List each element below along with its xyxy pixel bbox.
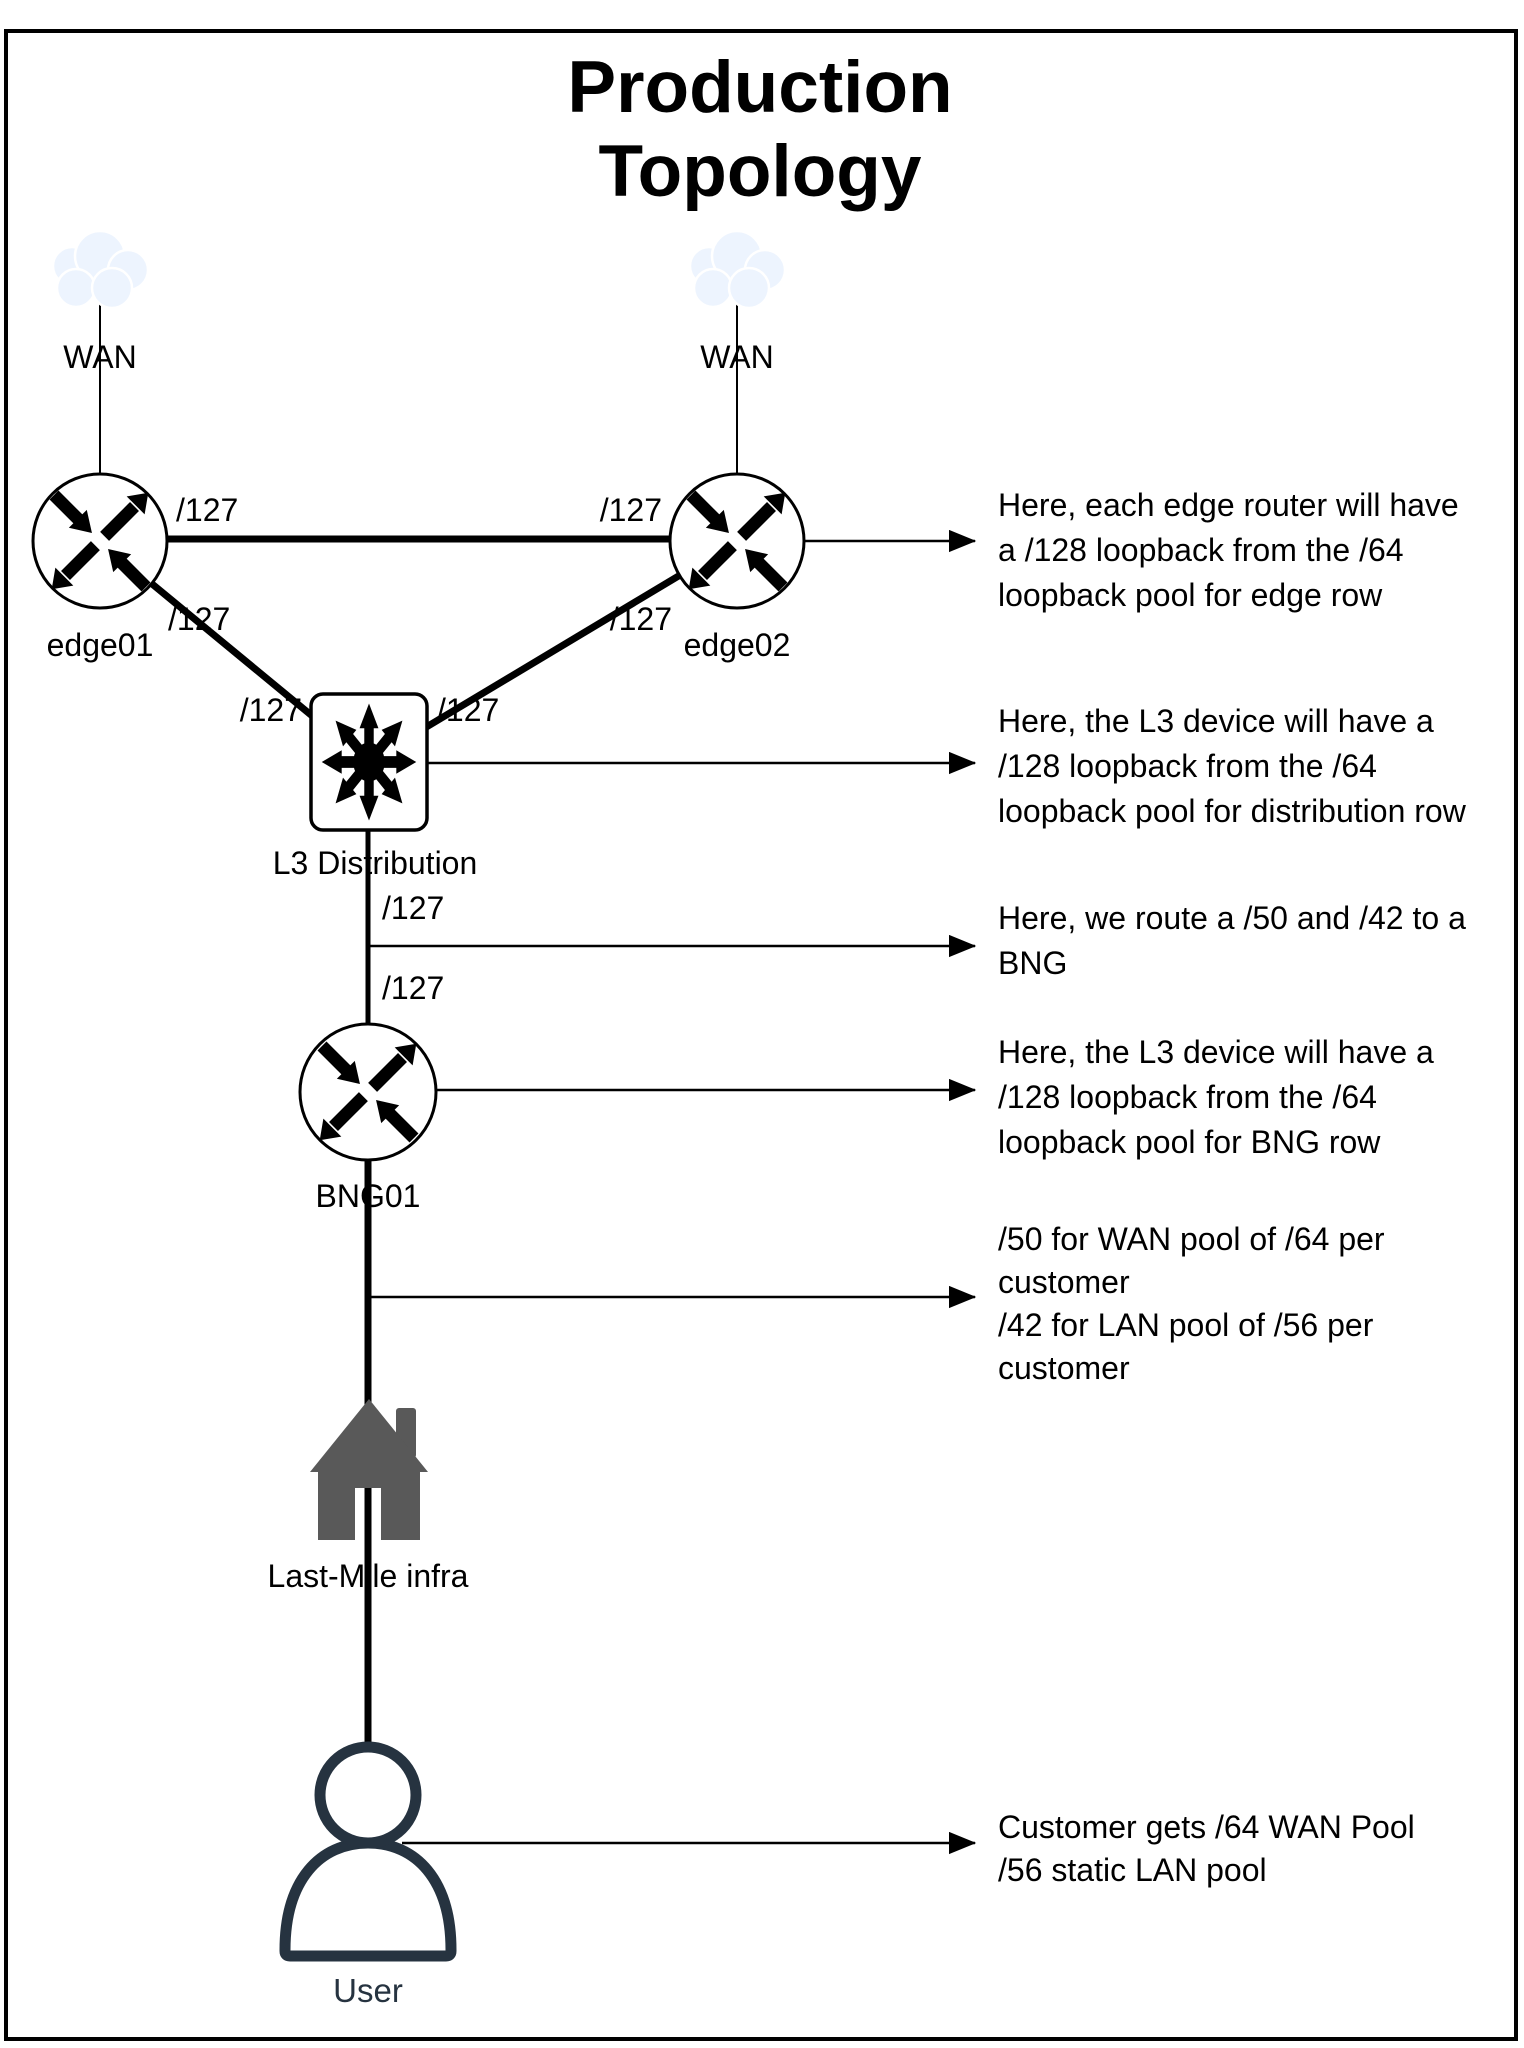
edge02-label: edge02 <box>684 627 791 663</box>
annotation-edge-row-line-1: Here, each edge router will have <box>998 487 1459 523</box>
annotation-pools-line-1: /50 for WAN pool of /64 per <box>998 1221 1385 1257</box>
annotation-bng-row-line-1: Here, the L3 device will have a <box>998 1034 1434 1070</box>
link-label-127-edge01-top: /127 <box>176 492 238 528</box>
l3-distribution-switch-icon <box>309 692 429 832</box>
user-icon <box>279 1741 457 1962</box>
bng01-router-icon <box>298 1022 438 1162</box>
wan2-label: WAN <box>700 339 773 375</box>
bng01-label: BNG01 <box>316 1178 421 1214</box>
annotation-distribution-row-line-1: Here, the L3 device will have a <box>998 703 1434 739</box>
link-label-127-l3-left: /127 <box>240 692 302 728</box>
annotation-distribution-row-line-2: /128 loopback from the /64 <box>998 748 1377 784</box>
annotation-bng-route-line-1: Here, we route a /50 and /42 to a <box>998 900 1466 936</box>
diagram-title-line-1: Production <box>567 47 952 128</box>
annotation-edge-row: Here, each edge router will have a /128 … <box>998 487 1459 613</box>
annotation-customer-line-1: Customer gets /64 WAN Pool <box>998 1809 1415 1845</box>
annotation-pools: /50 for WAN pool of /64 per customer /42… <box>998 1221 1385 1386</box>
wan1-label: WAN <box>63 339 136 375</box>
link-edge02-l3dist <box>366 537 739 766</box>
page-border <box>4 29 1518 2041</box>
link-label-127-edge02-top: /127 <box>600 492 662 528</box>
home-icon <box>310 1399 428 1540</box>
edge01-router-icon <box>31 472 169 610</box>
wan-cloud-icon <box>51 229 150 310</box>
user-label: User <box>333 1972 403 2009</box>
annotation-distribution-row: Here, the L3 device will have a /128 loo… <box>998 703 1467 829</box>
link-label-127-l3-right: /127 <box>437 692 499 728</box>
annotation-pools-line-2: customer <box>998 1264 1130 1300</box>
link-label-127-spine-lower: /127 <box>382 970 444 1006</box>
annotation-pools-line-3: /42 for LAN pool of /56 per <box>998 1307 1374 1343</box>
annotation-bng-route: Here, we route a /50 and /42 to a BNG <box>998 900 1466 981</box>
diagram-title-line-2: Topology <box>598 131 921 212</box>
annotation-pools-line-4: customer <box>998 1350 1130 1386</box>
link-label-127-edge01-down: /127 <box>168 601 230 637</box>
edge02-router-icon <box>668 472 806 610</box>
link-label-127-spine-upper: /127 <box>382 890 444 926</box>
annotation-bng-row-line-3: loopback pool for BNG row <box>998 1124 1381 1160</box>
wan-cloud-icon <box>688 229 787 310</box>
l3-distribution-label: L3 Distribution <box>273 845 478 881</box>
annotation-edge-row-line-3: loopback pool for edge row <box>998 577 1383 613</box>
annotation-bng-row: Here, the L3 device will have a /128 loo… <box>998 1034 1434 1160</box>
annotation-customer: Customer gets /64 WAN Pool /56 static LA… <box>998 1809 1415 1888</box>
last-mile-infra-label: Last-Mile infra <box>268 1558 469 1594</box>
annotation-distribution-row-line-3: loopback pool for distribution row <box>998 793 1467 829</box>
annotation-bng-route-line-2: BNG <box>998 945 1067 981</box>
link-label-127-edge02-down: /127 <box>610 601 672 637</box>
annotation-edge-row-line-2: a /128 loopback from the /64 <box>998 532 1404 568</box>
edge01-label: edge01 <box>47 627 154 663</box>
annotation-bng-row-line-2: /128 loopback from the /64 <box>998 1079 1377 1115</box>
annotation-customer-line-2: /56 static LAN pool <box>998 1852 1267 1888</box>
